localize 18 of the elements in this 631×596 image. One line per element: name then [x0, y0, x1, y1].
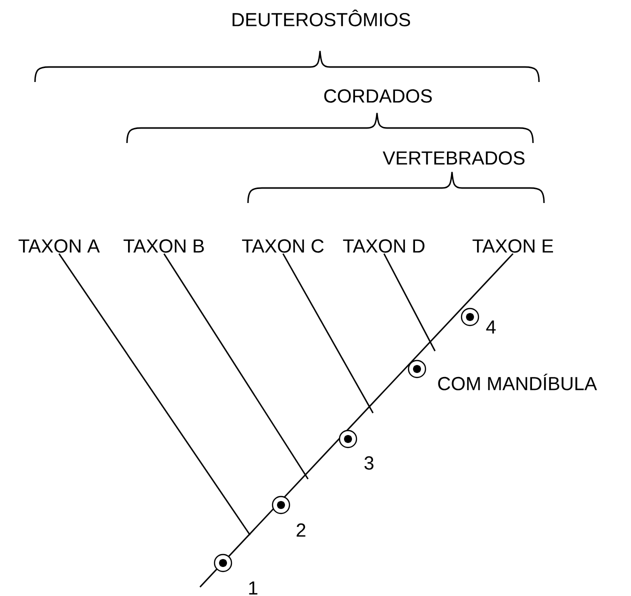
group-label: DEUTEROSTÔMIOS	[232, 10, 410, 26]
branch-line	[163, 253, 309, 480]
branch-line	[282, 253, 374, 414]
taxon-label: TAXON E	[472, 239, 554, 253]
taxon-label: TAXON B	[124, 239, 204, 253]
group-label: VERTEBRADOS	[382, 151, 524, 165]
character-number: 1	[249, 582, 258, 594]
trunk-line	[200, 253, 514, 588]
taxon-label: TAXON D	[343, 239, 424, 253]
character-label: COM MANDÍBULA	[438, 374, 597, 390]
branch-line	[383, 253, 436, 352]
taxon-label: TAXON A	[18, 239, 100, 253]
character-number: 4	[486, 320, 496, 334]
taxon-label: TAXON C	[242, 239, 324, 253]
character-number: 2	[296, 523, 306, 537]
group-label: CORDADOS	[324, 89, 432, 103]
branch-line	[58, 253, 251, 536]
character-number: 3	[364, 456, 374, 470]
